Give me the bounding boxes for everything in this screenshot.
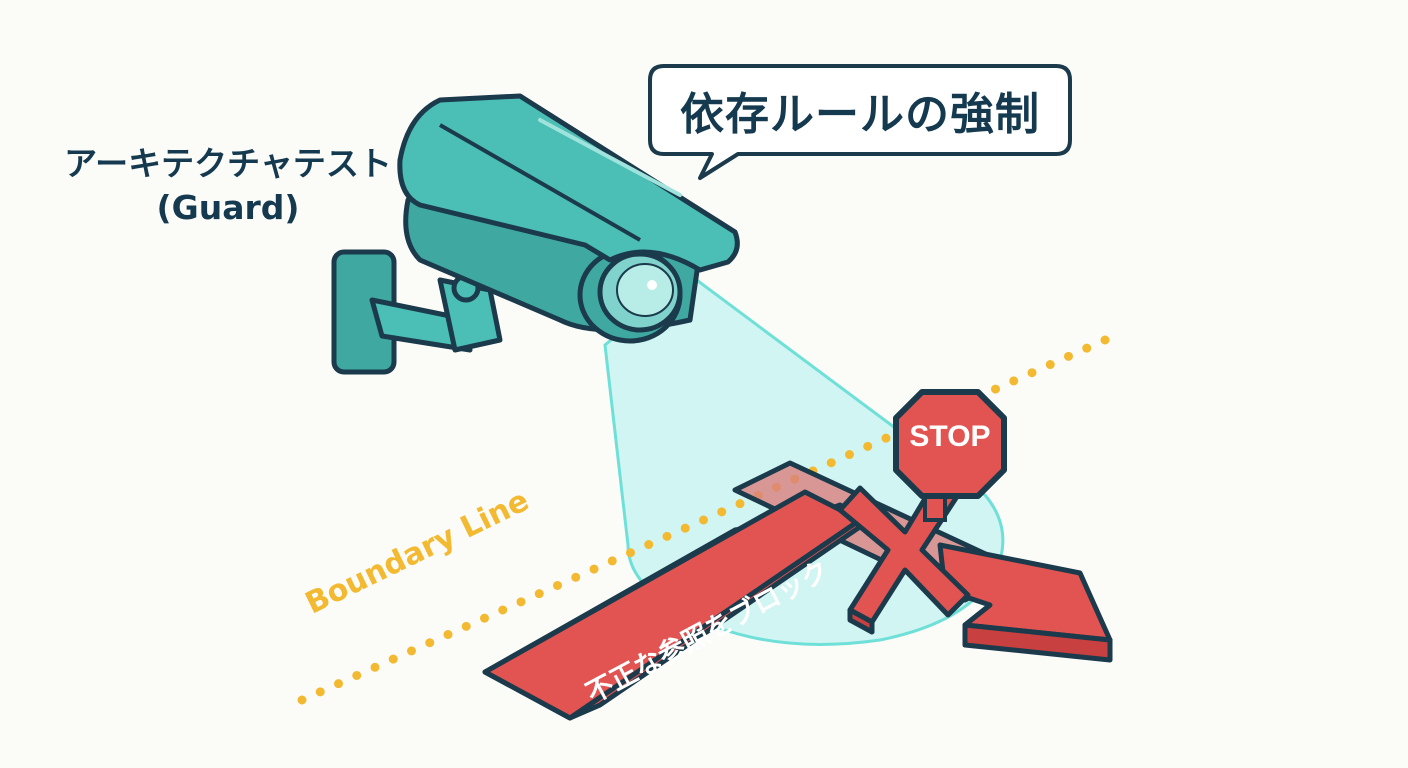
stop-sign-icon bbox=[893, 389, 1007, 522]
stop-sign-text: STOP bbox=[909, 420, 991, 453]
arrow-icon bbox=[482, 460, 1113, 721]
boundary-line bbox=[297, 335, 1110, 705]
guard-label: アーキテクチャテスト (Guard) bbox=[58, 142, 398, 230]
guard-label-subtitle: (Guard) bbox=[156, 188, 300, 227]
speech-bubble-text: 依存ルールの強制 bbox=[680, 89, 1040, 140]
speech-bubble-icon bbox=[648, 64, 1072, 180]
guard-label-title: アーキテクチャテスト bbox=[64, 144, 392, 183]
security-camera-icon bbox=[331, 93, 740, 375]
